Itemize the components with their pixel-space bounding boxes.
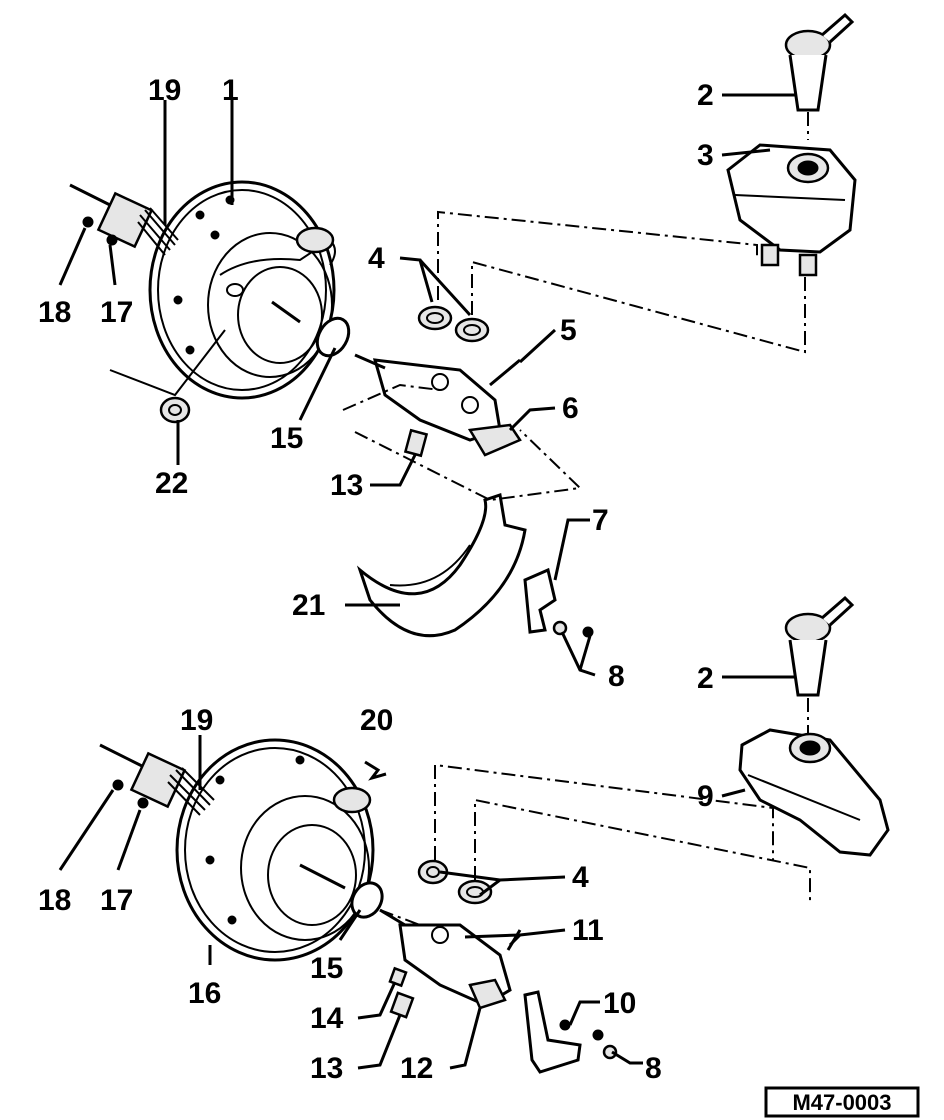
dash-line-top-2 — [471, 260, 806, 354]
label-14: 14 — [310, 1002, 344, 1035]
label-10: 10 — [603, 987, 636, 1020]
brake-booster-bottom — [175, 738, 375, 962]
label-17-top: 17 — [100, 296, 133, 329]
reservoir-cap-bottom — [784, 595, 855, 697]
dash-line-top-5 — [109, 329, 226, 397]
label-15-bottom: 15 — [310, 952, 343, 985]
reservoir-bottom — [738, 728, 890, 857]
label-2-bottom: 2 — [697, 662, 714, 695]
label-3: 3 — [697, 139, 714, 172]
dash-line-bottom-1 — [434, 763, 774, 860]
fitting-14 — [388, 966, 408, 988]
label-5: 5 — [560, 314, 577, 347]
label-13-top: 13 — [330, 469, 363, 502]
fitting-13-top — [403, 428, 429, 458]
clip-20 — [364, 760, 387, 781]
label-4-top: 4 — [368, 242, 385, 275]
label-8-bottom: 8 — [645, 1052, 662, 1085]
dash-line-bottom-2 — [474, 798, 811, 905]
master-cylinder-bottom — [379, 908, 512, 1010]
label-9: 9 — [697, 780, 714, 813]
label-13-bottom: 13 — [310, 1052, 343, 1085]
seal-ring-top — [315, 316, 351, 358]
label-4-bottom: 4 — [572, 861, 589, 894]
pushrod-top — [69, 183, 179, 256]
label-8-top: 8 — [608, 660, 625, 693]
bolt-5 — [489, 358, 521, 387]
label-21: 21 — [292, 589, 325, 622]
label-18-bottom: 18 — [38, 884, 71, 917]
label-17-bottom: 17 — [100, 884, 133, 917]
reservoir-top — [726, 143, 857, 277]
dash-line-bottom-4 — [379, 909, 421, 926]
label-6: 6 — [562, 392, 579, 425]
label-1: 1 — [222, 74, 239, 107]
brake-booster-top — [148, 180, 336, 400]
label-15-top: 15 — [270, 422, 303, 455]
label-18-top: 18 — [38, 296, 71, 329]
pushrod-bottom — [99, 743, 215, 816]
heat-shield-21 — [356, 493, 527, 638]
label-2-top: 2 — [697, 79, 714, 112]
fitting-13-bottom — [389, 991, 415, 1019]
dash-line-top-1 — [437, 210, 758, 300]
master-cylinder-top — [354, 353, 522, 457]
label-19-top: 19 — [148, 74, 181, 107]
callout-numbers: 19 1 2 3 4 5 6 18 17 15 22 13 7 21 8 2 1… — [38, 74, 714, 1085]
reference-code-box: M47-0003 — [764, 1086, 920, 1118]
grommets-bottom — [417, 859, 493, 905]
label-16: 16 — [188, 977, 221, 1010]
reservoir-cap-top — [784, 12, 855, 112]
label-12: 12 — [400, 1052, 433, 1085]
nut-22 — [159, 396, 191, 424]
label-20: 20 — [360, 704, 393, 737]
label-11: 11 — [572, 914, 604, 947]
grommets-top — [417, 305, 490, 343]
bracket-7 — [523, 567, 594, 638]
reference-code: M47-0003 — [792, 1090, 891, 1115]
dash-line-top-4 — [354, 429, 583, 502]
label-22: 22 — [155, 467, 188, 500]
label-7: 7 — [592, 504, 609, 537]
label-19-bottom: 19 — [180, 704, 213, 737]
dash-line-top-3 — [342, 383, 441, 411]
leader-lines — [58, 93, 795, 1070]
